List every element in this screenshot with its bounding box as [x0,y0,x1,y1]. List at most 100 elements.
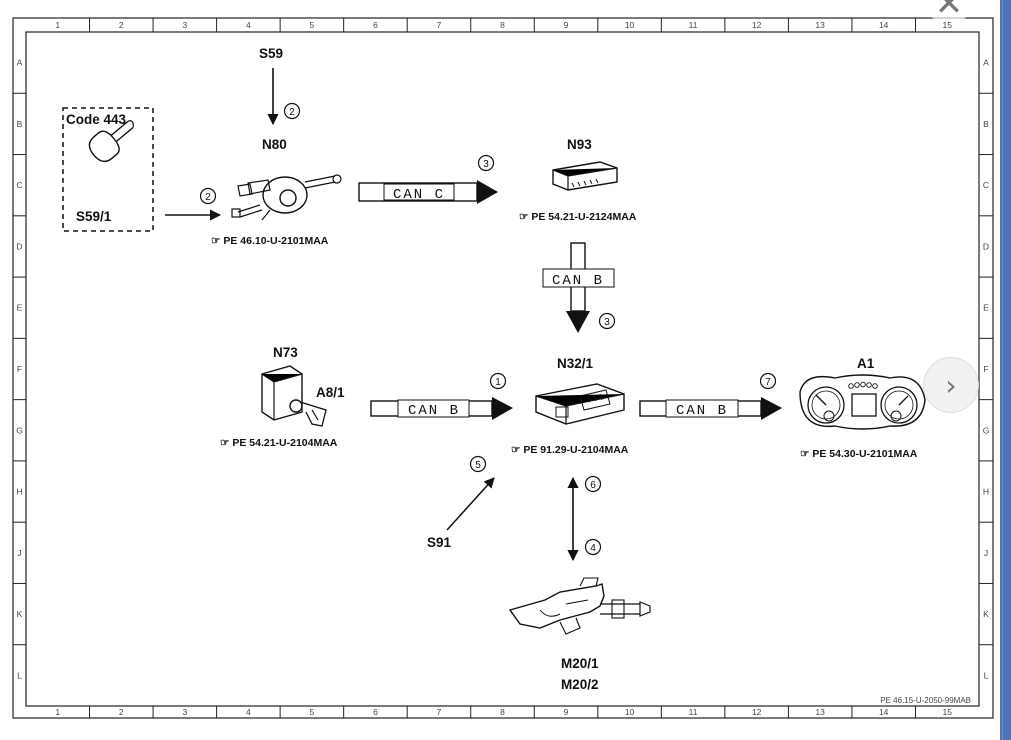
n32-1-module-icon [535,383,625,425]
signal-badge-can-b-vertical [598,312,616,330]
frame-col-label: 3 [182,20,187,30]
frame-col-label: 8 [500,20,505,30]
signal-badge-m20-up [584,475,602,493]
can-c-label-box [383,183,455,201]
signal-number-can-b-vertical: 3 [604,317,610,328]
frame-col-label: 3 [182,707,187,717]
s59-1-label: S59/1 [76,209,112,224]
n32-1-label: N32/1 [557,356,594,371]
signal-number-s59-1: 2 [205,192,211,203]
signal-number-m20-down: 4 [590,543,596,554]
frame-col-label: 1 [55,707,60,717]
signal-badge-can-c [477,154,495,172]
frame-col-label: 5 [310,20,315,30]
frame-col-label: 10 [625,20,635,30]
signal-badge-can-b-right [759,372,777,390]
m20-1-label: M20/1 [561,656,599,671]
signal-number-s91: 5 [475,460,481,471]
frame-row-label: J [984,548,988,558]
frame-col-label: 11 [689,20,698,30]
frame-col-label: 14 [879,20,889,30]
can-b-right-label: CAN B [676,403,728,419]
signal-badge-m20-down [584,538,602,556]
frame-col-label: 6 [373,707,378,717]
frame-row-label: G [983,425,990,435]
frame-col-label: 9 [564,707,569,717]
signal-number-can-b-left: 1 [495,377,501,388]
can-b-left-label-box [397,399,470,418]
frame-row-label: F [17,364,22,374]
frame-col-label: 11 [689,707,698,717]
code-443-box [62,107,154,232]
steering-column-motor-icon [508,577,651,635]
frame-col-label: 9 [564,20,569,30]
frame-col-label: 14 [879,707,889,717]
n73-label: N73 [273,345,298,360]
signal-badge-s59 [283,102,301,120]
signal-number-can-b-right: 7 [765,377,771,388]
frame-col-label: 8 [500,707,505,717]
frame-row-label: F [983,364,988,374]
frame-row-label: C [16,180,22,190]
ignition-switch-icon [261,365,327,427]
frame-row-label: L [984,670,989,680]
frame-row-label: A [983,58,989,68]
frame-row-label: G [16,425,23,435]
inner-frame [25,31,980,707]
frame-col-label: 13 [815,707,825,717]
steering-column-module-icon [231,174,342,221]
m20-2-label: M20/2 [561,677,599,692]
n93-label: N93 [567,137,592,152]
document-id: PE 46.15-U-2050-99MAB [880,696,971,705]
code-443-label: Code 443 [66,112,127,127]
instrument-cluster-icon [799,374,926,430]
scrollbar-edge [1002,0,1003,740]
frame-row-label: C [983,180,989,190]
frame-col-label: 12 [752,20,762,30]
frame-col-label: 6 [373,20,378,30]
s91-arrow [446,477,495,531]
frame-row-label: J [17,548,21,558]
frame-row-label: A [17,58,23,68]
can-b-left-label: CAN B [408,403,460,419]
frame-row-label: L [17,670,22,680]
frame-col-label: 15 [942,20,952,30]
n93-module-icon [552,161,618,191]
stalk-switch-icon [88,120,134,163]
frame-col-label: 4 [246,707,251,717]
scrollbar[interactable] [1000,0,1011,740]
outer-frame [12,17,994,719]
signal-badge-s59-1 [199,187,217,205]
can-c-arrowhead [477,180,498,204]
frame-row-label: E [17,303,23,313]
frame-col-label: 1 [55,20,60,30]
frame-col-label: 2 [119,707,124,717]
next-image-button[interactable]: › [923,357,979,413]
can-b-right-label-box [665,399,739,418]
signal-badge-can-b-left [489,372,507,390]
s91-label: S91 [427,535,452,550]
frame-col-label: 4 [246,20,251,30]
frame-col-label: 5 [310,707,315,717]
n93-reference: ☞ PE 54.21-U-2124MAA [519,211,637,223]
frame-col-label: 7 [437,707,442,717]
frame-row-label: H [983,487,989,497]
a1-reference: ☞ PE 54.30-U-2101MAA [800,448,918,460]
frame-col-label: 2 [119,20,124,30]
signal-number-can-c: 3 [483,159,489,170]
frame-row-label: K [17,609,23,619]
a1-label: A1 [857,356,875,371]
frame-row-label: H [16,487,22,497]
signal-badge-s91 [469,455,487,473]
close-icon[interactable]: ✕ [913,0,985,24]
frame-ticks [13,18,993,718]
n80-reference: ☞ PE 46.10-U-2101MAA [211,235,329,247]
frame-row-label: D [983,241,989,251]
a8-1-label: A8/1 [316,385,345,400]
can-b-right-arrowhead [761,397,782,420]
frame-row-label: B [983,119,989,129]
frame-row-label: E [983,303,989,313]
n73-reference: ☞ PE 54.21-U-2104MAA [220,437,338,449]
n32-1-reference: ☞ PE 91.29-U-2104MAA [511,444,629,456]
